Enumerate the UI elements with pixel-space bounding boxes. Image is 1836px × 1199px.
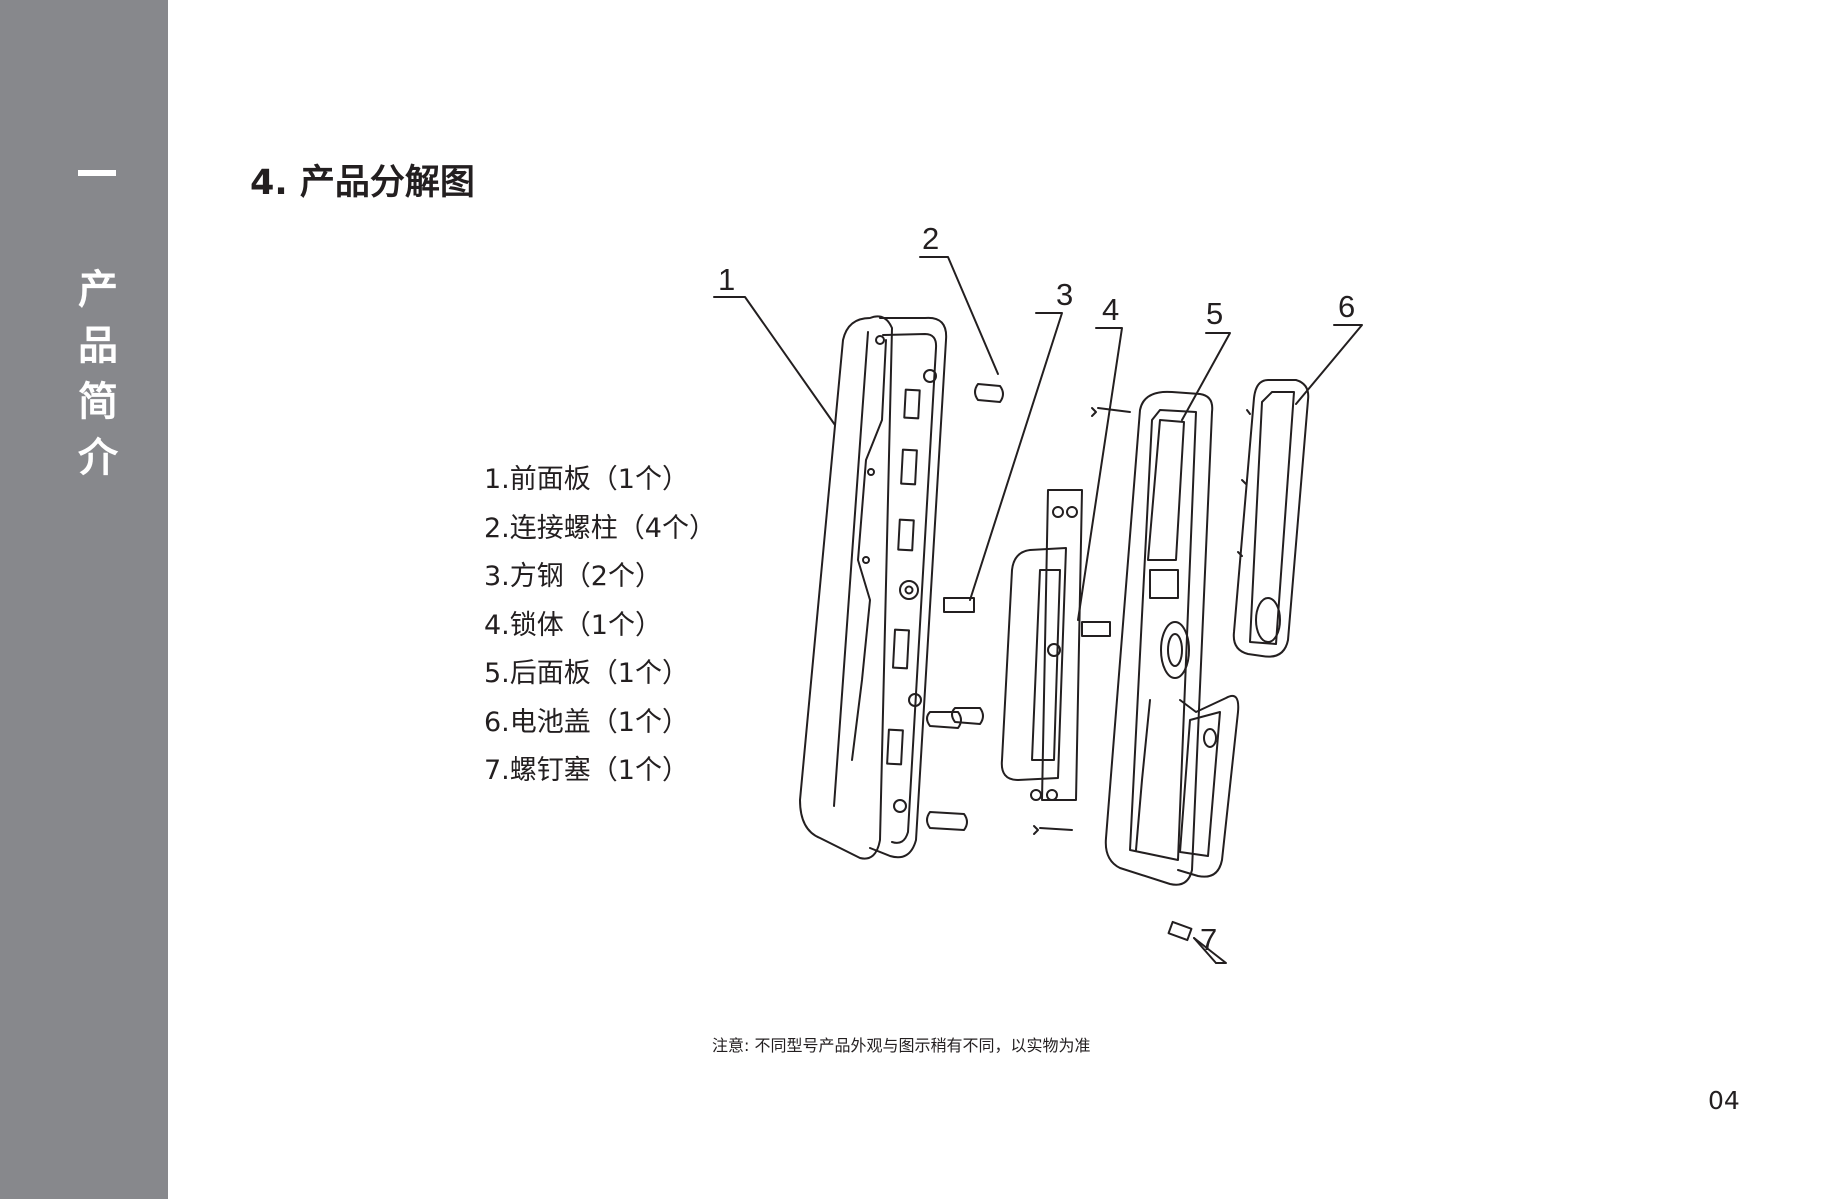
rear-panel-part — [1104, 390, 1240, 886]
callout-leaders — [713, 256, 1363, 964]
chapter-title-char: 品 — [78, 323, 118, 369]
battery-cover-part — [1232, 379, 1310, 658]
callout-label: 6 — [1338, 289, 1355, 324]
parts-list-item: 6.电池盖（1个） — [484, 706, 689, 738]
front-panel-part — [799, 315, 948, 860]
parts-list-item: 5.后面板（1个） — [484, 658, 689, 689]
chapter-title-char: 产 — [78, 267, 118, 313]
callout-label: 4 — [1102, 292, 1119, 327]
section-title: 4. 产品分解图 — [250, 163, 475, 203]
parts-list-item: 2.连接螺柱（4个） — [484, 512, 716, 544]
parts-list-item: 4.锁体（1个） — [484, 609, 662, 641]
disclaimer-note: 注意: 不同型号产品外观与图示稍有不同，以实物为准 — [712, 1036, 1091, 1055]
exploded-view-diagram: 1 2 3 4 5 6 7 — [713, 221, 1363, 964]
chapter-number-dash — [78, 170, 116, 176]
parts-list: 1.前面板（1个） 2.连接螺柱（4个） 3.方钢（2个） 4.锁体（1个） 5… — [484, 456, 716, 796]
parts-list-item: 1.前面板（1个） — [484, 464, 689, 495]
chapter-title-char: 简 — [78, 379, 118, 425]
screw-plug-part — [1167, 920, 1193, 942]
chapter-title-char: 介 — [78, 435, 118, 481]
callout-label: 1 — [718, 262, 735, 297]
page-number: 04 — [1708, 1086, 1740, 1115]
callout-label: 5 — [1206, 296, 1223, 331]
callout-label: 7 — [1200, 922, 1217, 957]
connecting-stud-part — [926, 383, 1004, 831]
lock-body-part — [1000, 407, 1131, 835]
chapter-sidebar: 一 产 品 简 介 — [0, 0, 168, 1199]
chapter-number-char: 一 — [0, 0, 1, 1]
square-spindle-part — [943, 597, 1111, 637]
callout-label: 3 — [1056, 277, 1073, 312]
parts-list-item: 7.螺钉塞（1个） — [484, 755, 689, 786]
chapter-title: 产 品 简 介 — [72, 262, 124, 486]
callout-label: 2 — [922, 221, 939, 256]
parts-list-item: 3.方钢（2个） — [484, 561, 662, 592]
